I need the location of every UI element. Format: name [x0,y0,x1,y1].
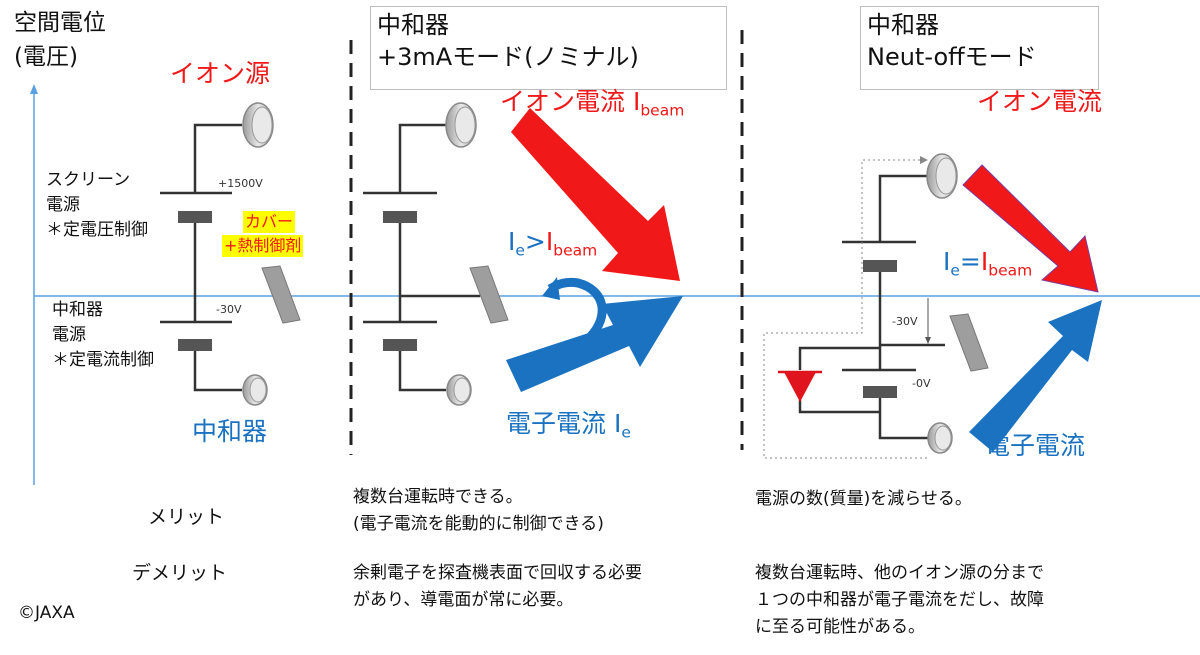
left-circuit [160,123,242,392]
right-mode-box: 中和器 Neut-offモード [860,6,1099,90]
middle-demerit-line2: があり、導電面が常に必要。 [353,590,574,610]
equality-ie: I [943,247,951,276]
ion-source-cylinder-left [242,102,274,148]
ion-current-arrow-right [962,164,1099,293]
ion-current-arrow-middle [511,108,680,281]
ion-source-cylinder-right [926,153,958,199]
axis-arrowhead [30,84,38,94]
screen-supply-plate [178,211,212,223]
voltage-zero-label: -0V [912,377,931,390]
electron-current-arrow-middle [506,296,683,392]
equality-label: Ie=Ibeam [943,247,1033,280]
right-demerit-text: 複数台運転時、他のイオン源の分まで １つの中和器が電子電流をだし、故障 に至る可… [755,560,1044,641]
cover-label-line1: カバー [243,211,296,233]
inequality-ibeam: I [545,227,554,256]
middle-merit-text: 複数台運転時できる。 (電子電流を能動的に制御できる) [353,484,604,538]
neutralizer-label-left: 中和器 [192,417,268,446]
right-circuit [798,174,945,440]
screen-supply-line2: 電源 [46,195,80,215]
diode-symbol [784,372,816,402]
inequality-label: Ie>Ibeam [508,227,598,260]
right-demerit-line1: 複数台運転時、他のイオン源の分まで [755,563,1044,583]
right-supply-plate-bottom [863,386,897,398]
middle-demerit-line1: 余剰電子を探査機表面で回収する必要 [353,563,642,583]
inequality-ibeam-sub: beam [553,241,598,260]
ion-current-text: イオン電流 I [500,87,641,116]
neutralizer-cylinder-right [927,422,953,454]
dotted-enclosure [763,159,928,459]
voltage-minus-label-left: -30V [216,303,242,316]
screen-supply-label: スクリーン 電源 ＊定電圧制御 [46,168,148,243]
axis-label: 空間電位 (電圧) [14,6,106,74]
right-mode-title-line1: 中和器 [867,11,939,39]
inequality-operator: > [524,227,546,256]
right-mode-title-line2: Neut-offモード [867,43,1037,71]
middle-supply-plate-bottom [383,339,417,351]
middle-mode-title-line2: +3mAモード(ノミナル) [377,43,639,71]
axis-label-line2: (電圧) [14,44,78,70]
middle-merit-line1: 複数台運転時できる。 [353,487,523,507]
electron-current-subscript: e [621,423,631,442]
right-demerit-line2: １つの中和器が電子電流をだし、故障 [755,590,1044,610]
electron-current-label-middle: 電子電流 Ie [506,409,631,442]
electron-return-arrowhead [542,277,560,300]
right-supply-plate-top [863,260,897,272]
neutralizer-supply-line2: 電源 [52,325,86,345]
cover-plate-right [949,313,989,372]
axis-label-line1: 空間電位 [14,10,106,36]
middle-merit-line2: (電子電流を能動的に制御できる) [353,514,604,534]
neutralizer-supply-label: 中和器 電源 ＊定電流制御 [52,298,154,373]
equality-ibeam-sub: beam [988,261,1033,280]
copyright-credit: ©JAXA [18,603,75,623]
voltage-minus-label-right: -30V [892,315,918,328]
ion-current-label-right: イオン電流 [977,87,1103,116]
electron-return-arrow [547,277,607,341]
middle-mode-title-line1: 中和器 [377,11,449,39]
ion-source-label: イオン源 [170,59,271,88]
ion-current-subscript: beam [640,101,685,120]
screen-supply-line1: スクリーン [46,170,131,190]
right-demerit-line3: に至る可能性がある。 [755,617,925,637]
electron-current-label-right: 電子電流 [985,431,1086,460]
equality-operator: = [959,247,981,276]
neutralizer-supply-line3: ＊定電流制御 [52,350,154,370]
screen-supply-line3: ＊定電圧制御 [46,220,148,240]
middle-circuit [363,123,480,392]
cover-plate-left [261,265,301,324]
dotted-arrowhead [920,156,928,164]
ion-source-cylinder-middle [445,102,477,148]
right-merit-line1: 電源の数(質量)を減らせる。 [755,489,972,509]
voltage-plus-label: +1500V [218,177,263,190]
middle-mode-box: 中和器 +3mAモード(ノミナル) [370,6,727,90]
neutralizer-cylinder-middle [446,374,472,406]
electron-current-arrow-right [969,300,1102,452]
cover-label-line2: +熱制御剤 [222,235,304,257]
inequality-ie-sub: e [515,241,525,260]
neutralizer-cylinder-left [242,374,268,406]
middle-supply-plate-top [383,211,417,223]
equality-ie-sub: e [950,261,960,280]
middle-demerit-text: 余剰電子を探査機表面で回収する必要 があり、導電面が常に必要。 [353,560,642,614]
voltage-dimension-arrowhead [925,337,931,344]
inequality-ie: I [508,227,516,256]
equality-ibeam: I [980,247,989,276]
right-merit-text: 電源の数(質量)を減らせる。 [755,486,972,513]
ion-current-label-middle: イオン電流 Ibeam [500,87,685,120]
merit-label: メリット [148,506,225,528]
cover-plate-middle [469,265,509,324]
electron-current-text: 電子電流 I [506,409,622,438]
neutralizer-supply-plate [178,339,212,351]
neutralizer-supply-line1: 中和器 [52,300,103,320]
demerit-label: デメリット [132,562,228,584]
